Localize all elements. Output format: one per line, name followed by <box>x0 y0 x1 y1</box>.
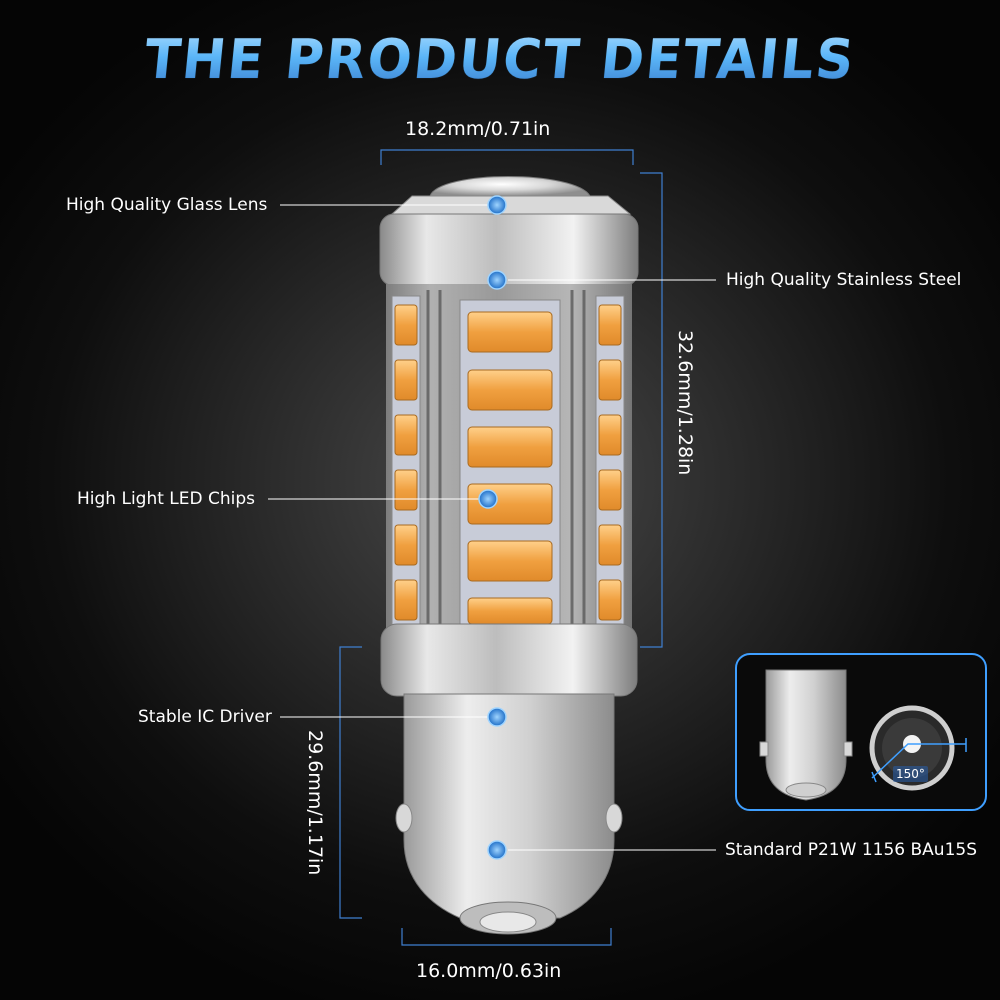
head-height-dimension: 32.6mm/1.28in <box>674 330 696 476</box>
stainless-steel-label: High Quality Stainless Steel <box>726 270 962 290</box>
base-inset-panel <box>735 653 987 811</box>
ic-driver-label: Stable IC Driver <box>138 707 272 727</box>
led-chips-label: High Light LED Chips <box>77 489 256 509</box>
dimension-lines <box>339 149 663 946</box>
top-width-dimension: 18.2mm/0.71in <box>405 118 551 140</box>
base-height-dimension: 29.6mm/1.17in <box>304 730 326 876</box>
bottom-width-dimension: 16.0mm/0.63in <box>416 960 562 982</box>
beam-angle-label: 150° <box>893 766 928 782</box>
callout-lines <box>268 204 716 851</box>
led-chips-side <box>394 304 622 621</box>
led-chips-center <box>467 311 553 625</box>
standard-label: Standard P21W 1156 BAu15S <box>725 840 977 860</box>
glass-lens-label: High Quality Glass Lens <box>66 195 268 215</box>
callout-dots <box>478 195 507 860</box>
